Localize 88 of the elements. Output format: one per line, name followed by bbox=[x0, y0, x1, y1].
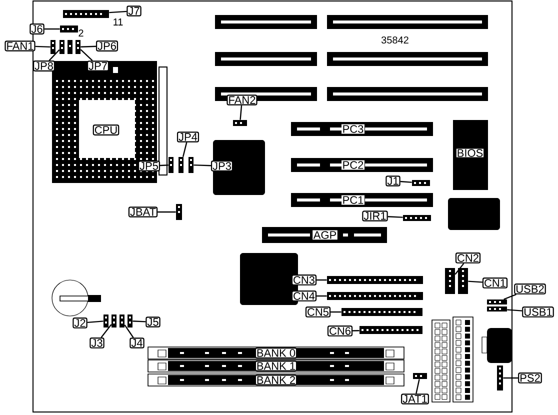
pin-header bbox=[233, 120, 247, 126]
pin-header bbox=[458, 268, 468, 294]
callout-label: J4 bbox=[130, 338, 144, 348]
leader-line bbox=[182, 142, 188, 157]
callout-label: J7 bbox=[126, 6, 142, 16]
leader-line bbox=[352, 330, 360, 332]
callout-label: USB1 bbox=[522, 306, 554, 318]
leader-line bbox=[109, 10, 127, 14]
leader-line bbox=[400, 180, 412, 183]
pin-header bbox=[168, 157, 174, 173]
board-number: 35842 bbox=[381, 36, 408, 44]
pin-header bbox=[60, 40, 64, 54]
pin-header bbox=[104, 314, 108, 328]
pin-header bbox=[63, 10, 109, 18]
pin-header bbox=[176, 204, 182, 220]
leader-line bbox=[507, 309, 522, 312]
pin-header bbox=[445, 268, 455, 294]
leader-line bbox=[158, 211, 176, 213]
callout-label: USB2 bbox=[514, 284, 546, 294]
pin-header bbox=[413, 373, 427, 379]
leader-line bbox=[80, 49, 93, 62]
callout-label: FAN1 bbox=[4, 40, 36, 52]
callout-label: BANK 2 bbox=[254, 374, 298, 386]
leader-line bbox=[416, 379, 420, 394]
pin-header bbox=[487, 306, 507, 312]
callout-label: JP7 bbox=[86, 60, 110, 72]
callout-label: JP3 bbox=[210, 160, 234, 172]
leader-line bbox=[388, 216, 403, 218]
pin-header bbox=[487, 300, 507, 304]
leader-line bbox=[80, 46, 96, 48]
leader-line bbox=[48, 49, 60, 61]
callout-label: JBAT bbox=[128, 206, 158, 218]
callout-label: BANK 1 bbox=[254, 360, 298, 372]
callout-label: PS2 bbox=[518, 372, 542, 384]
callout-label: JAT1 bbox=[401, 394, 429, 404]
pin-header bbox=[112, 314, 116, 328]
callout-label: JIR1 bbox=[362, 210, 388, 222]
pin-number: 2 bbox=[78, 30, 84, 36]
callout-label: JP5 bbox=[138, 160, 160, 172]
callout-label: J5 bbox=[146, 316, 160, 328]
pin-header bbox=[120, 314, 124, 328]
leader-line bbox=[330, 311, 342, 313]
leader-line bbox=[194, 164, 211, 166]
callout-label: CN3 bbox=[291, 274, 317, 286]
leader-line bbox=[44, 28, 60, 30]
callout-label: JP8 bbox=[32, 60, 56, 72]
leader-line bbox=[100, 324, 112, 338]
callout-label: BANK 0 bbox=[254, 348, 298, 358]
pin-header bbox=[412, 180, 430, 186]
callout-label: CN1 bbox=[482, 278, 508, 288]
leader-line bbox=[124, 324, 134, 338]
leader-line bbox=[504, 294, 516, 300]
leader-line bbox=[240, 105, 242, 120]
pin-header bbox=[360, 326, 422, 334]
chip-label: BIOS bbox=[456, 148, 484, 158]
leader-line bbox=[132, 320, 146, 322]
leader-line bbox=[35, 46, 50, 48]
callout-label: J6 bbox=[30, 24, 44, 34]
pin-header bbox=[60, 26, 78, 32]
pin-header bbox=[178, 157, 184, 173]
pin-header bbox=[342, 308, 422, 316]
pin-header bbox=[403, 215, 431, 221]
leader-line bbox=[316, 279, 327, 281]
callout-label: JP6 bbox=[96, 40, 118, 52]
callout-label: J2 bbox=[72, 318, 88, 328]
leader-line bbox=[468, 280, 482, 283]
pin-header bbox=[497, 366, 503, 390]
leader-line bbox=[454, 263, 464, 275]
pin-header bbox=[327, 276, 423, 284]
leader-line bbox=[316, 295, 327, 297]
callout-label: CN4 bbox=[291, 290, 317, 302]
pin-header bbox=[327, 292, 423, 300]
pin-header bbox=[188, 157, 194, 173]
callout-label: JP4 bbox=[176, 132, 200, 142]
callout-label: CN2 bbox=[455, 252, 481, 264]
callout-label: J3 bbox=[90, 338, 104, 348]
callout-label: CN5 bbox=[305, 306, 331, 318]
pin-header bbox=[128, 314, 132, 328]
leader-line bbox=[87, 320, 104, 324]
pin-number: 11 bbox=[114, 18, 123, 26]
callout-label: FAN2 bbox=[226, 94, 258, 106]
callout-label: J1 bbox=[386, 176, 400, 186]
leader-line bbox=[503, 377, 518, 379]
callout-label: CPU bbox=[92, 124, 120, 136]
callout-label: CN6 bbox=[327, 326, 353, 336]
leader-line bbox=[160, 164, 168, 166]
pin-header bbox=[50, 40, 56, 54]
pin-header bbox=[76, 40, 80, 54]
